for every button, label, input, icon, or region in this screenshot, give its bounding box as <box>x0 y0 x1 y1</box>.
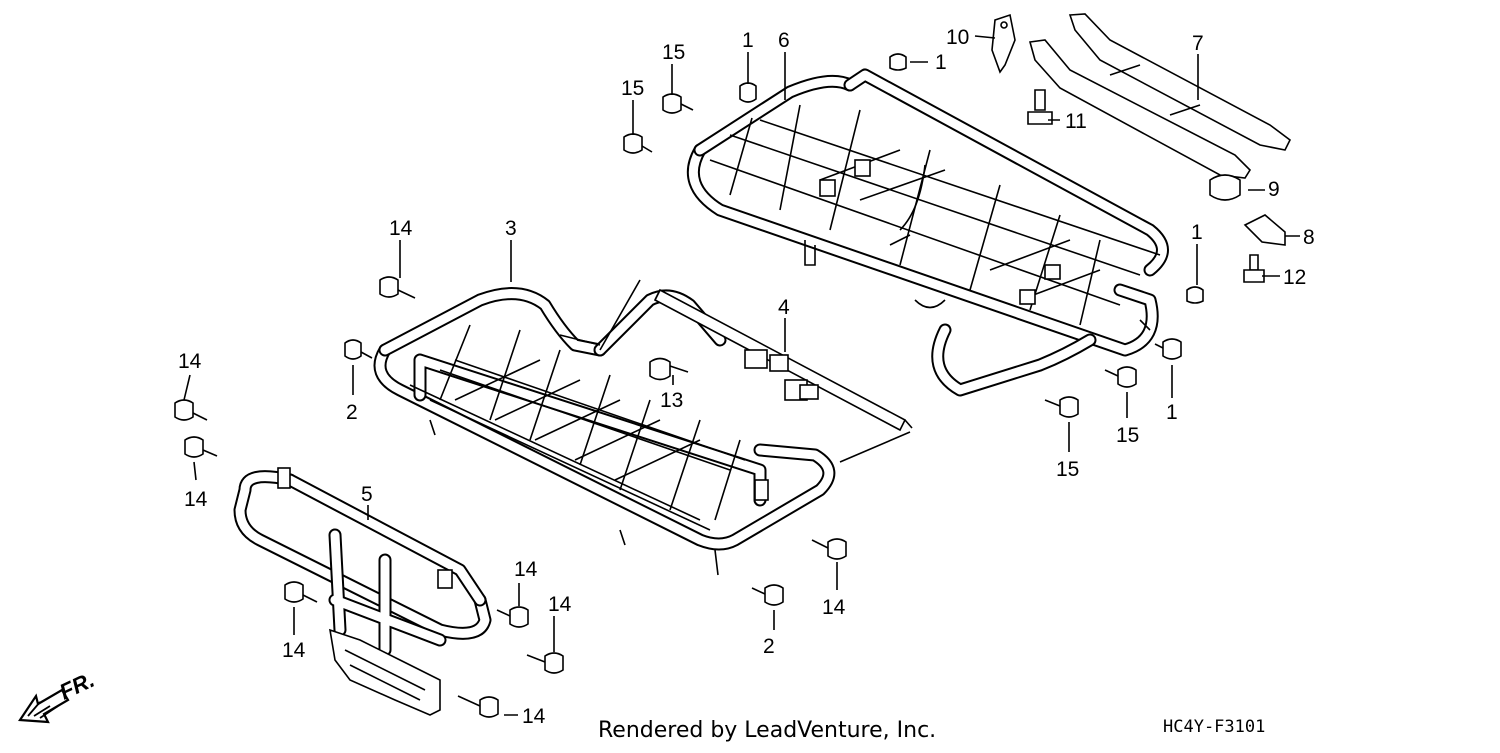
diagram-code: HC4Y-F3101 <box>1163 717 1265 737</box>
callout-14: 14 <box>522 705 546 728</box>
bolt-part-11 <box>1027 89 1053 125</box>
collar-part-9 <box>1209 174 1241 201</box>
callout-14: 14 <box>514 558 538 581</box>
clip-part-8 <box>1243 214 1286 246</box>
callout-14: 14 <box>822 596 846 619</box>
front-direction-arrow-icon <box>18 688 70 724</box>
bolt-part-12 <box>1243 254 1265 283</box>
bolt-part-13 <box>649 357 689 381</box>
front-carrier <box>373 287 836 576</box>
callout-4: 4 <box>778 296 790 319</box>
callout-15: 15 <box>1116 424 1139 447</box>
callout-11: 11 <box>1065 110 1087 133</box>
callout-5: 5 <box>361 483 373 506</box>
callout-1: 1 <box>742 29 754 52</box>
front-direction-indicator: FR. <box>18 667 98 724</box>
callout-6: 6 <box>778 29 790 52</box>
callout-3: 3 <box>505 217 517 240</box>
callout-14: 14 <box>282 639 306 662</box>
rear-brackets <box>1028 13 1292 179</box>
callout-1: 1 <box>935 51 947 74</box>
leader-lines <box>183 35 1300 716</box>
cross-shaft <box>559 279 913 463</box>
callout-15: 15 <box>662 41 685 64</box>
front-bumper <box>233 467 492 716</box>
callout-14: 14 <box>178 350 202 373</box>
callout-12: 12 <box>1283 266 1306 289</box>
rear-carrier <box>686 68 1169 397</box>
fasteners <box>174 53 1204 718</box>
callout-14: 14 <box>548 593 572 616</box>
callout-10: 10 <box>946 26 969 49</box>
callout-13: 13 <box>660 389 683 412</box>
callout-15: 15 <box>1056 458 1079 481</box>
callout-14: 14 <box>184 488 208 511</box>
callout-labels: 15 15 1 6 1 10 7 11 9 8 1 12 1 15 15 14 … <box>178 26 1315 728</box>
callout-15: 15 <box>621 77 644 100</box>
render-credit: Rendered by LeadVenture, Inc. <box>598 718 936 743</box>
callout-2: 2 <box>346 401 358 424</box>
callout-2: 2 <box>763 635 775 658</box>
callout-9: 9 <box>1268 178 1280 201</box>
callout-8: 8 <box>1303 226 1315 249</box>
callout-7: 7 <box>1192 32 1204 55</box>
callout-14: 14 <box>389 217 413 240</box>
clamp-part-10 <box>991 13 1016 74</box>
callout-1: 1 <box>1166 401 1178 424</box>
callout-1: 1 <box>1191 221 1203 244</box>
